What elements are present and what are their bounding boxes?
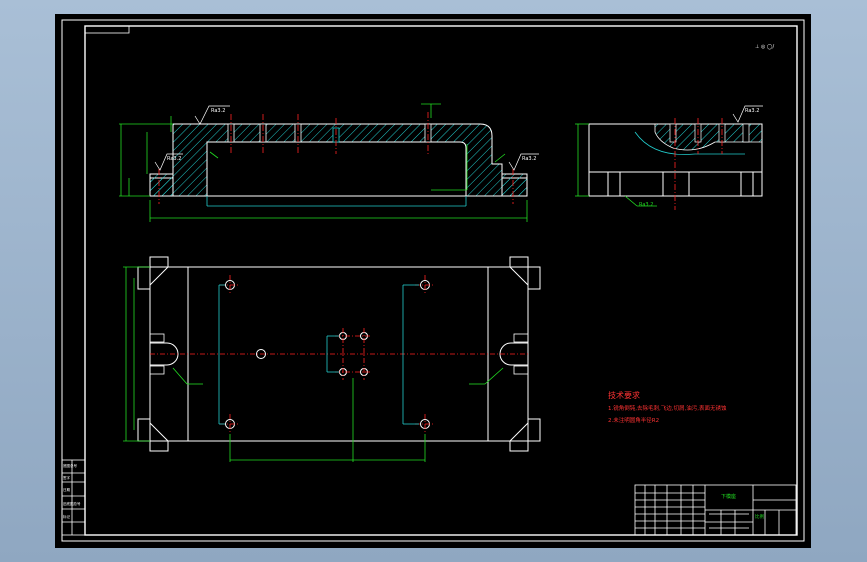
- top-plan-view: [123, 256, 541, 462]
- side-table-cell-2: 签字: [63, 475, 70, 480]
- corner-note: ⊥ ◎ ◯/: [755, 44, 774, 50]
- title-block: [634, 484, 797, 536]
- side-table-cell-3: 日期: [63, 487, 70, 492]
- drawing-number-box: [84, 25, 130, 34]
- roughness-mark-3: Ra3.2: [522, 156, 536, 162]
- roughness-mark-4: Ra3.2: [745, 108, 759, 114]
- roughness-mark-5: Ra3.2: [639, 202, 653, 208]
- cad-drawing-viewport[interactable]: ⊥ ◎ ◯/: [55, 14, 811, 548]
- side-table: [61, 459, 86, 536]
- notes-line-1: 1.锐角倒钝,去除毛刺,飞边,切屑,油污,表面无锈蚀: [608, 404, 727, 412]
- front-section-view: Ra3.2 Ra3.2 Ra3.2: [119, 103, 539, 222]
- technical-notes: 技术要求 1.锐角倒钝,去除毛刺,飞边,切屑,油污,表面无锈蚀 2.未注明圆角半…: [608, 390, 727, 424]
- notes-line-2: 2.未注明圆角半径R2: [608, 416, 659, 424]
- side-table-cell-5: 标记: [63, 514, 70, 519]
- drawing-sheet: ⊥ ◎ ◯/: [61, 19, 805, 542]
- inner-frame: [84, 25, 798, 536]
- outer-frame: [61, 19, 805, 542]
- title-block-scale-label: 比例: [755, 513, 764, 520]
- side-table-cell-4: 旧底图总号: [63, 501, 81, 506]
- side-table-cell-1: 底图总号: [63, 463, 77, 468]
- side-section-view: Ra3.2 Ra3.2: [575, 105, 763, 210]
- roughness-mark-1: Ra3.2: [211, 108, 225, 114]
- notes-title: 技术要求: [608, 390, 640, 400]
- title-block-part-name: 下模座: [721, 493, 736, 500]
- roughness-mark-2: Ra3.2: [167, 156, 181, 162]
